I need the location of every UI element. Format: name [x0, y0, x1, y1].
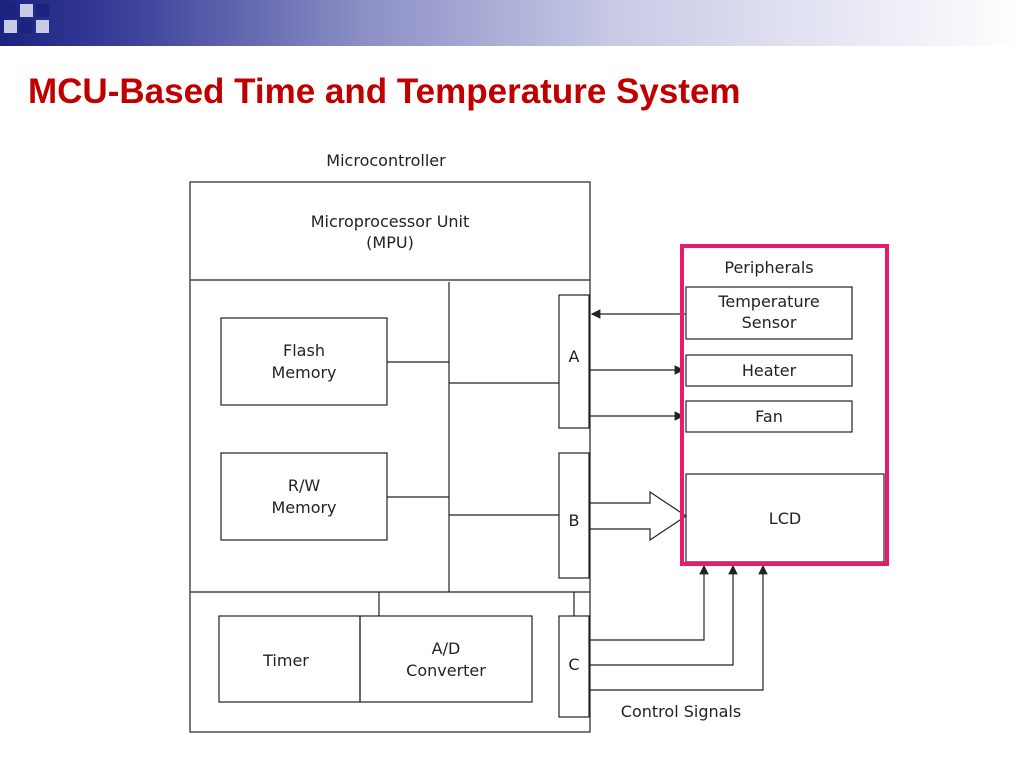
peripherals-label: Peripherals: [724, 258, 813, 277]
lcd-label: LCD: [769, 509, 801, 528]
port-c-label: C: [568, 655, 579, 674]
control-signal-1: [589, 564, 709, 641]
temperature-label-line1: Temperature: [717, 292, 819, 311]
flash-label-line1: Flash: [283, 341, 325, 360]
heater-label: Heater: [742, 361, 797, 380]
flash-label-line2: Memory: [271, 363, 336, 382]
fan-box: [685, 400, 853, 433]
ad-label-line1: A/D: [432, 639, 461, 658]
peripherals-highlight-box: [680, 244, 889, 566]
heater-box: [685, 354, 853, 387]
ad-converter-box: [359, 615, 533, 703]
microcontroller-box: [189, 181, 591, 733]
rw-label-line1: R/W: [288, 476, 321, 495]
flash-memory-box: [220, 317, 388, 406]
control-signal-3: [589, 564, 768, 691]
header-gradient-bar: [0, 0, 1024, 46]
ad-label-line2: Converter: [406, 661, 486, 680]
temperature-label-line2: Sensor: [742, 313, 797, 332]
timer-label: Timer: [262, 651, 309, 670]
temperature-sensor-box: [685, 286, 853, 340]
control-signals-label: Control Signals: [621, 702, 741, 721]
port-a-label: A: [569, 347, 580, 366]
microcontroller-label: Microcontroller: [326, 151, 446, 170]
port-b-box: [558, 452, 590, 579]
port-b-to-lcd-wide-arrow: [589, 490, 688, 542]
mpu-label-line2: (MPU): [366, 233, 414, 252]
rw-label-line2: Memory: [271, 498, 336, 517]
port-b-label: B: [569, 511, 580, 530]
rw-memory-box: [220, 452, 388, 541]
port-a-box: [558, 294, 590, 429]
slide-title: MCU-Based Time and Temperature System: [28, 72, 741, 111]
fan-label: Fan: [755, 407, 783, 426]
control-signal-2: [589, 564, 738, 666]
mpu-label-line1: Microprocessor Unit: [311, 212, 470, 231]
